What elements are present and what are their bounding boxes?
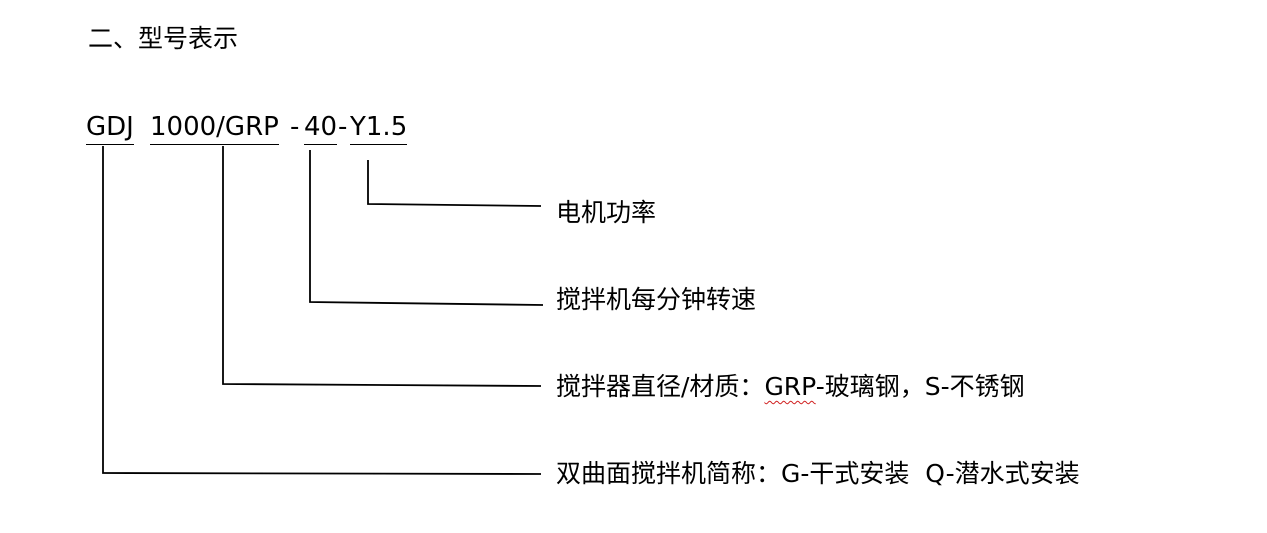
desc-diameter-grp: GRP bbox=[764, 372, 816, 401]
desc-mixer-type: 双曲面搅拌机简称：G-干式安装 Q-潜水式安装 bbox=[556, 459, 1080, 488]
section-heading: 二、型号表示 bbox=[88, 24, 239, 53]
code-segment-speed: 40 bbox=[304, 110, 338, 145]
code-segment-gdj: GDJ bbox=[86, 110, 134, 145]
desc-diameter-suffix: -玻璃钢，S-不锈钢 bbox=[815, 372, 1025, 401]
connector-speed bbox=[309, 150, 544, 306]
desc-mixer-speed: 搅拌机每分钟转速 bbox=[556, 285, 757, 314]
connector-type bbox=[102, 146, 542, 475]
desc-diameter-prefix: 搅拌器直径/材质： bbox=[556, 372, 765, 401]
code-separator: - bbox=[290, 112, 300, 142]
connector-diameter bbox=[222, 146, 542, 387]
code-segment-diameter-material: 1000/GRP bbox=[150, 110, 279, 145]
desc-diameter-material: 搅拌器直径/材质：GRP-玻璃钢，S-不锈钢 bbox=[556, 370, 1025, 404]
connector-power bbox=[367, 160, 542, 207]
code-segment-power: Y1.5 bbox=[350, 110, 408, 145]
desc-motor-power: 电机功率 bbox=[556, 198, 657, 227]
code-separator: - bbox=[338, 112, 348, 142]
